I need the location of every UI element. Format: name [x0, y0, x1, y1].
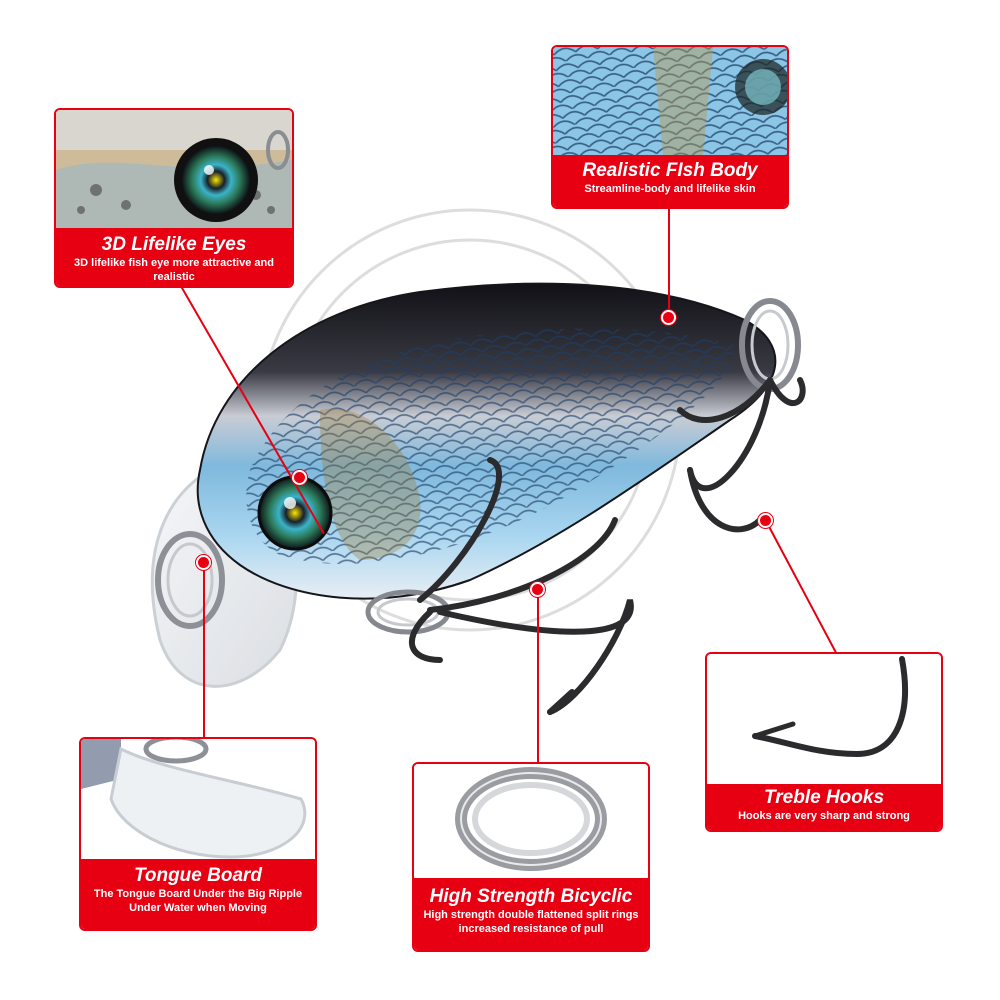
- hooks-title: Treble Hooks: [763, 787, 885, 808]
- lip-title: Tongue Board: [133, 865, 263, 886]
- eyes-banner: 3D Lifelike Eyes 3D lifelike fish eye mo…: [56, 228, 292, 286]
- front-treble-hook: [408, 457, 634, 715]
- body-leader-line: [668, 205, 670, 317]
- nose-ring: [155, 531, 225, 629]
- lip-desc: The Tongue Board Under the Big Ripple Un…: [93, 888, 303, 915]
- hook-marker: [758, 513, 773, 528]
- ring-banner: High Strength Bicyclic High strength dou…: [414, 878, 648, 950]
- rear-treble-hook: [677, 377, 806, 533]
- split-ring-photo: [414, 764, 648, 874]
- lip-closeup-photo: [81, 739, 315, 859]
- hooks-banner: Treble Hooks Hooks are very sharp and st…: [707, 784, 941, 830]
- callout-hooks: Treble Hooks Hooks are very sharp and st…: [705, 652, 943, 832]
- callout-split-ring: High Strength Bicyclic High strength dou…: [412, 762, 650, 952]
- callout-body: Realistic FIsh Body Streamline-body and …: [551, 45, 789, 209]
- eye-marker: [292, 470, 307, 485]
- body-desc: Streamline-body and lifelike skin: [584, 183, 756, 195]
- eye-closeup-photo: [56, 110, 292, 228]
- lip-marker: [196, 555, 211, 570]
- ring-marker: [530, 582, 545, 597]
- ring-leader-line: [537, 590, 539, 762]
- lip-leader-line: [203, 565, 205, 740]
- eyes-title: 3D Lifelike Eyes: [101, 234, 247, 255]
- hooks-desc: Hooks are very sharp and strong: [738, 810, 910, 822]
- ring-title: High Strength Bicyclic: [429, 886, 633, 907]
- body-title: Realistic FIsh Body: [582, 160, 758, 181]
- hook-closeup-photo: [707, 654, 941, 784]
- body-marker: [661, 310, 676, 325]
- lure-eye: [257, 475, 333, 551]
- callout-eyes: 3D Lifelike Eyes 3D lifelike fish eye mo…: [54, 108, 294, 288]
- ring-desc: High strength double flattened split rin…: [423, 909, 639, 936]
- body-banner: Realistic FIsh Body Streamline-body and …: [553, 155, 787, 207]
- callout-tongue-board: Tongue Board The Tongue Board Under the …: [79, 737, 317, 931]
- eyes-desc: 3D lifelike fish eye more attractive and…: [74, 257, 274, 284]
- scale-closeup-photo: [553, 47, 787, 157]
- lip-banner: Tongue Board The Tongue Board Under the …: [81, 859, 315, 929]
